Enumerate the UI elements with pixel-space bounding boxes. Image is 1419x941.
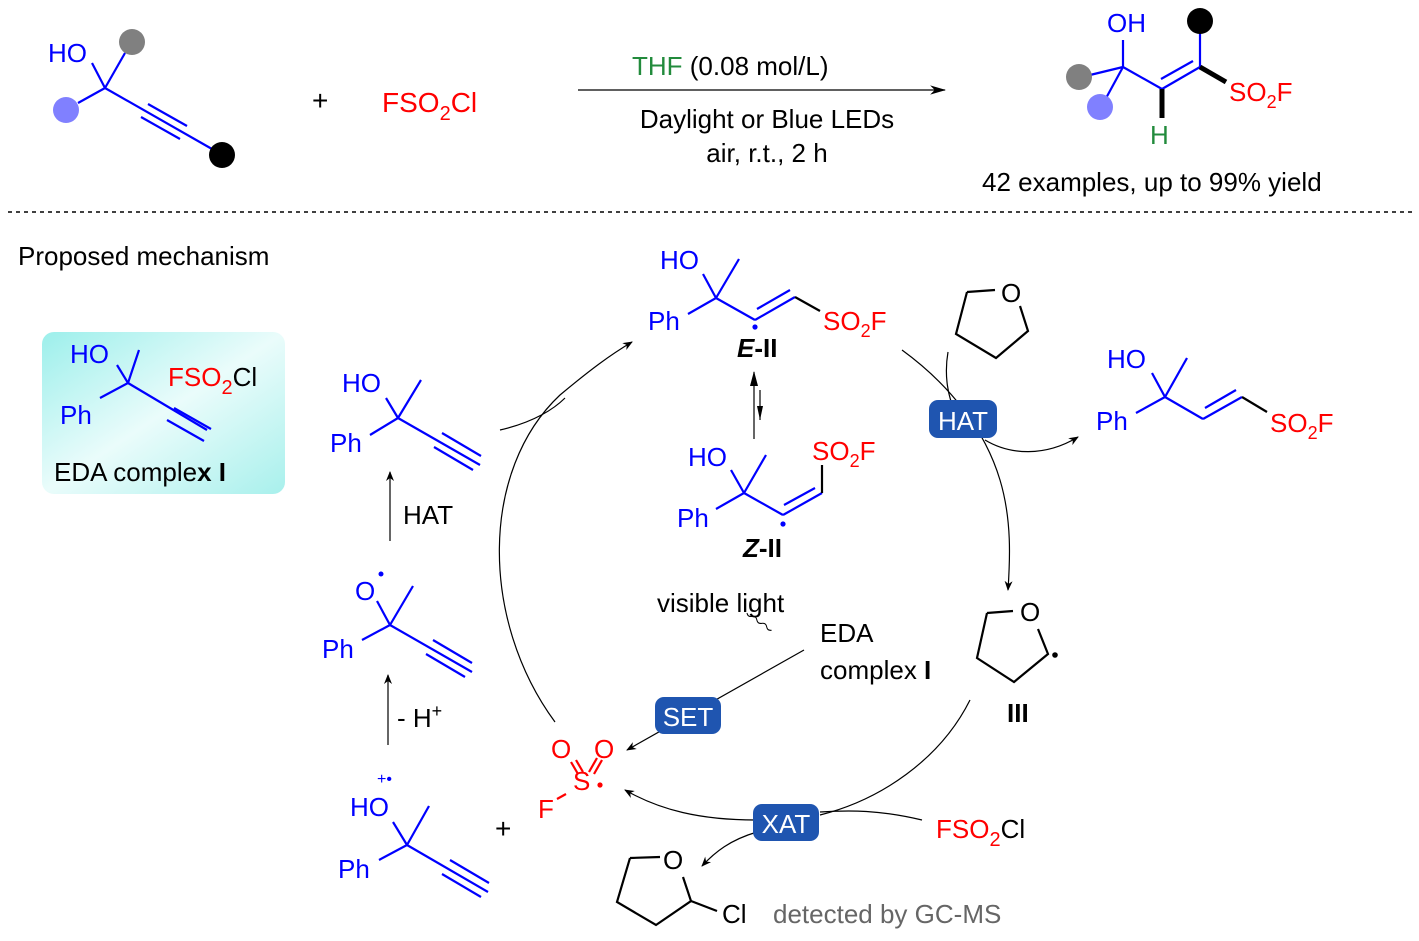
species-e-ii-vinyl-radical: HO Ph SO2F E-II (648, 245, 886, 363)
eda-ho-label: HO (70, 339, 109, 369)
e-ii-so2f-label: SO2F (823, 306, 886, 341)
fso2cl-feed-curve (819, 810, 923, 821)
badge-xat: XAT (753, 804, 819, 841)
xat-to-chloro-thf-arrow (701, 831, 758, 867)
substituent-black-dot (209, 142, 235, 168)
product-ho-label: HO (1107, 344, 1146, 374)
xat-to-sulfonyl-arrow (624, 789, 757, 821)
starting-material-propargyl-alcohol: HO (48, 29, 235, 168)
radical-cation-ho-label: HO (350, 792, 389, 822)
radical-cation-ph-label: Ph (338, 854, 370, 884)
radical-dot (378, 571, 384, 577)
sulfonyl-f-label: F (538, 794, 554, 824)
svg-text:XAT: XAT (762, 809, 811, 839)
eda-complex-text-line2: complex I (820, 655, 931, 685)
deprotonation-label: - H+ (397, 701, 442, 733)
hat-step-label: HAT (403, 500, 453, 530)
species-z-ii-vinyl-radical: HO Ph SO2F Z-II (677, 436, 875, 563)
hat-to-product-arrow (984, 436, 1079, 453)
eda-fso2cl-label: FSO2Cl (168, 362, 257, 399)
eda-complex-label: EDA complex I (54, 457, 226, 487)
visible-light-label: visible light (657, 588, 785, 618)
product-so2f-label: SO2F (1229, 77, 1292, 112)
product-black-dot (1187, 8, 1213, 34)
e-z-equilibrium-arrows (750, 371, 763, 439)
species-alkoxy-radical: O Ph (322, 571, 473, 678)
alkoxy-ph-label: Ph (322, 634, 354, 664)
species-fluorosulfonyl-radical: O O S F (538, 734, 614, 824)
gcms-note: detected by GC-MS (773, 899, 1001, 929)
z-radical-dot (780, 521, 786, 527)
plus-sign: + (312, 85, 328, 116)
e-ii-ph-label: Ph (648, 306, 680, 336)
mechanism-title: Proposed mechanism (18, 241, 269, 271)
scope-summary: 42 examples, up to 99% yield (982, 167, 1322, 197)
reaction-conditions: THF (0.08 mol/L) Daylight or Blue LEDs a… (578, 51, 947, 168)
thf-radical-label: III (1007, 698, 1029, 728)
product-grey-dot (1066, 64, 1092, 90)
conditions-solvent-line: THF (0.08 mol/L) (632, 51, 829, 81)
e-ii-label: E-II (737, 333, 777, 363)
substituent-lavender-dot (53, 97, 79, 123)
fso2cl-xat-reagent: FSO2Cl (936, 814, 1025, 851)
product-so2f-mech-label: SO2F (1270, 408, 1333, 443)
substituent-grey-dot (119, 29, 145, 55)
species-alkyne-substrate: HO Ph (330, 368, 482, 471)
hydroxyl-label: HO (48, 38, 87, 68)
chloro-thf-cl-label: Cl (722, 899, 747, 929)
eda-complex-text-line1: EDA (820, 618, 874, 648)
e-ii-ho-label: HO (660, 245, 699, 275)
eda-ph-label: Ph (60, 400, 92, 430)
sulfonyl-o1-label: O (551, 734, 571, 764)
z-ii-label: Z-II (742, 533, 782, 563)
radical-cation-charge: +• (377, 771, 392, 788)
chloro-thf-o-label: O (663, 845, 683, 875)
cycle-arrow-addition (498, 341, 633, 723)
z-ii-so2f-label: SO2F (812, 436, 875, 471)
species-thf-radical-iii: O III (975, 597, 1058, 728)
plus-sign-mechanism: + (495, 813, 511, 844)
product-ph-label: Ph (1096, 406, 1128, 436)
conditions-air-temp-time: air, r.t., 2 h (706, 138, 827, 168)
species-thf: O (954, 278, 1030, 360)
badge-hat: HAT (929, 400, 997, 438)
alkyne-ph-label: Ph (330, 428, 362, 458)
light-wavy-icon (746, 612, 772, 631)
thf-radical-dot (1052, 652, 1058, 658)
alkoxy-o-label: O (355, 576, 375, 606)
species-vinyl-sulfonyl-fluoride-product: HO Ph SO2F (1096, 344, 1333, 443)
reagent-fso2cl: FSO2Cl (382, 87, 477, 125)
product-vinyl-sulfonyl-fluoride: OH H SO2F (1066, 8, 1292, 150)
eda-complex-box: HO Ph FSO2Cl EDA complex I (42, 332, 285, 494)
sulfonyl-radical-dot (597, 782, 603, 788)
product-lavender-dot (1087, 94, 1113, 120)
alkyne-ho-label: HO (342, 368, 381, 398)
thf-radical-o-label: O (1020, 597, 1040, 627)
svg-text:HAT: HAT (938, 406, 988, 436)
conditions-light: Daylight or Blue LEDs (640, 104, 894, 134)
alkyne-feed-curve (499, 397, 566, 431)
svg-text:SET: SET (663, 702, 714, 732)
species-radical-cation: +• HO Ph (338, 771, 490, 898)
cycle-arrow-iii-to-xat (819, 699, 971, 816)
thf-o-label: O (1001, 278, 1021, 308)
vinyl-radical-dot (752, 324, 758, 330)
sulfonyl-o2-label: O (594, 734, 614, 764)
product-oh-label: OH (1107, 8, 1146, 38)
species-2-chlorotetrahydrofuran: O Cl detected by GC-MS (615, 845, 1001, 929)
badge-set: SET (655, 697, 721, 734)
z-ii-ph-label: Ph (677, 503, 709, 533)
cycle-arrow-hat-to-iii (901, 349, 1013, 591)
product-h-label: H (1150, 120, 1169, 150)
z-ii-ho-label: HO (688, 442, 727, 472)
